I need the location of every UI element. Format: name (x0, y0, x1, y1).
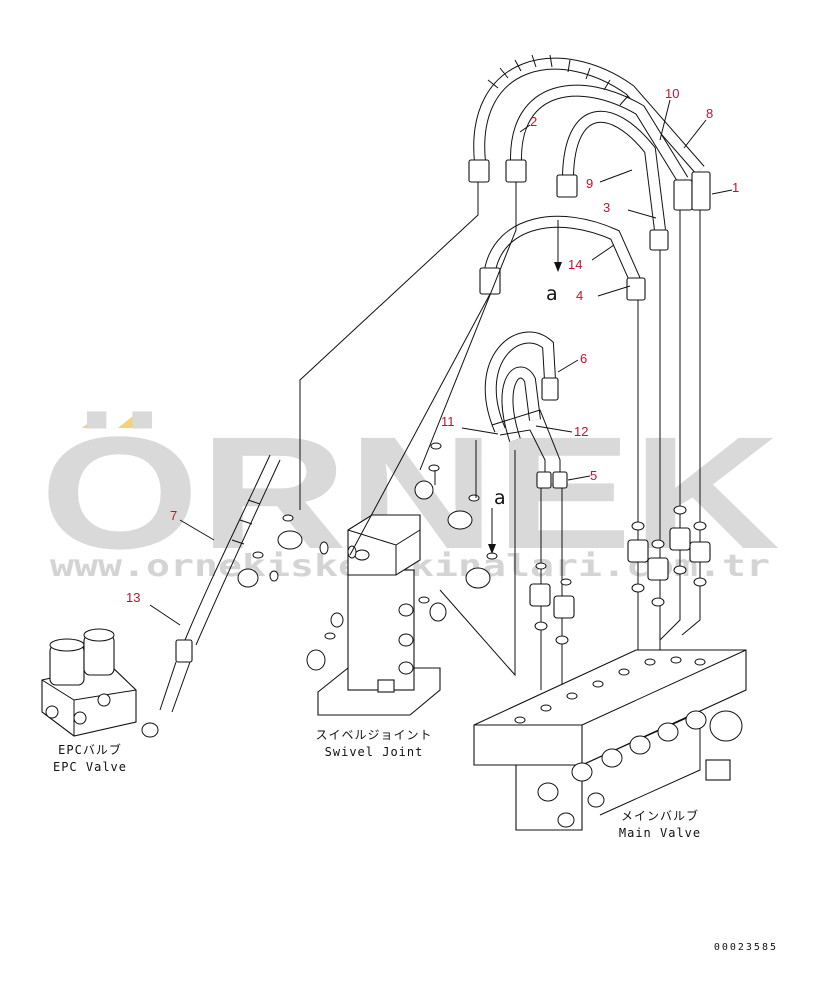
epc-valve-caption-en: EPC Valve (53, 760, 127, 774)
main-valve-caption-jp: メインバルブ (621, 808, 699, 823)
part-number-14: 14 (568, 257, 582, 272)
epc-valve (41, 628, 137, 737)
upper-hose-bundle (468, 54, 711, 251)
part-number-2: 2 (530, 114, 537, 129)
part-number-9: 9 (586, 176, 593, 191)
part-number-3: 3 (603, 200, 610, 215)
part-number-4: 4 (576, 288, 583, 303)
watermark-accent-left (82, 412, 104, 428)
part-callouts: 1 2 3 4 5 6 7 8 9 10 11 12 13 14 (126, 86, 739, 626)
watermark-accent-right (118, 412, 140, 428)
main-valve-caption-en: Main Valve (619, 826, 701, 840)
hose-14 (479, 215, 646, 301)
swivel-joint-caption-jp: スイベルジョイント (315, 728, 432, 742)
drawing-code: 00023585 (714, 942, 778, 953)
section-ref-lower: a (494, 487, 506, 509)
epc-valve-caption-jp: EPCバルブ (58, 742, 122, 757)
part-number-11: 11 (441, 414, 455, 429)
hose-6-loop (484, 331, 568, 489)
swivel-joint-caption-en: Swivel Joint (325, 745, 424, 759)
part-number-13: 13 (126, 590, 140, 605)
connection-lines (299, 182, 701, 700)
part-number-6: 6 (580, 351, 587, 366)
swivel-joint (237, 480, 491, 716)
valve-fittings (529, 505, 711, 645)
seal-rings (119, 442, 498, 738)
section-ref-upper: a (546, 283, 558, 305)
hose-7-13 (159, 454, 281, 713)
part-number-12: 12 (574, 424, 588, 439)
main-valve (473, 649, 747, 831)
part-number-5: 5 (590, 468, 597, 483)
part-number-1: 1 (732, 180, 739, 195)
part-number-10: 10 (665, 86, 679, 101)
part-number-8: 8 (706, 106, 713, 121)
part-number-7: 7 (170, 508, 177, 523)
